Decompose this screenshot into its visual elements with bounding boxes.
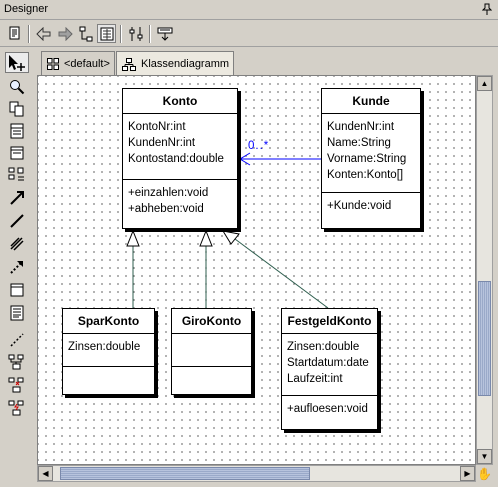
- method: +abheben:void: [128, 203, 204, 215]
- vertical-scrollbar[interactable]: ▲ ▼: [476, 75, 493, 465]
- methods-section: +einzahlen:void +abheben:void: [123, 180, 237, 222]
- attribute: KundenNr:int: [128, 137, 196, 149]
- diagram-canvas[interactable]: 0..* Konto KontoNr:int KundenNr:int Kont…: [37, 75, 476, 465]
- method: +Kunde:void: [327, 200, 392, 212]
- class-name: SparKonto: [63, 309, 154, 334]
- attribute: Zinsen:double: [68, 341, 141, 353]
- tool-palette: [2, 50, 32, 485]
- tab-default-label: <default>: [64, 57, 110, 70]
- connections: [126, 152, 329, 309]
- align-icon[interactable]: [126, 24, 145, 43]
- hand-pan-icon[interactable]: ✋: [477, 466, 492, 481]
- class-name: Konto: [123, 89, 237, 114]
- attribute: KontoNr:int: [128, 121, 186, 133]
- association-multiplicity: 0..*: [248, 140, 270, 152]
- association-icon[interactable]: [5, 187, 29, 208]
- toolbar: [0, 21, 498, 47]
- tab-klassendiagramm-label: Klassendiagramm: [141, 58, 230, 70]
- inheritance-triangle-sparkonto: [126, 229, 140, 247]
- forward-arrow-icon[interactable]: [55, 24, 74, 43]
- attributes-section: KundenNr:int Name:String Vorname:String …: [322, 114, 420, 193]
- zoom-icon[interactable]: [5, 76, 29, 97]
- class-sparkonto[interactable]: SparKonto Zinsen:double: [62, 308, 155, 395]
- methods-section: [63, 367, 154, 377]
- package-icon[interactable]: [5, 164, 29, 185]
- title-bar: Designer: [0, 0, 498, 20]
- inheritance-line-festgeldkonto[interactable]: [234, 238, 329, 309]
- inheritance-icon[interactable]: [5, 233, 29, 254]
- scroll-right-icon[interactable]: ▶: [460, 466, 475, 481]
- attribute: Kontostand:double: [128, 153, 224, 165]
- interface-icon[interactable]: [5, 142, 29, 163]
- comment-icon[interactable]: [5, 302, 29, 323]
- note-icon[interactable]: [5, 279, 29, 300]
- node-icon[interactable]: [5, 374, 29, 395]
- class-icon[interactable]: [5, 120, 29, 141]
- class-name: Kunde: [322, 89, 420, 114]
- class-festgeldkonto[interactable]: FestgeldKonto Zinsen:double Startdatum:d…: [281, 308, 378, 430]
- attributes-section: Zinsen:double Startdatum:date Laufzeit:i…: [282, 334, 377, 396]
- scroll-left-icon[interactable]: ◀: [38, 466, 53, 481]
- attribute: Laufzeit:int: [287, 373, 343, 385]
- methods-section: +aufloesen:void: [282, 396, 377, 422]
- copy-icon[interactable]: [5, 98, 29, 119]
- attribute: Startdatum:date: [287, 357, 369, 369]
- horizontal-scroll-thumb[interactable]: [60, 467, 310, 480]
- tab-klassendiagramm[interactable]: Klassendiagramm: [116, 51, 234, 76]
- methods-section: +Kunde:void: [322, 193, 420, 219]
- tab-default[interactable]: <default>: [41, 51, 115, 75]
- attributes-section: KontoNr:int KundenNr:int Kontostand:doub…: [123, 114, 237, 180]
- inheritance-triangle-girokonto: [199, 229, 213, 247]
- attribute: Konten:Konto[]: [327, 169, 404, 181]
- export-icon[interactable]: [155, 24, 174, 43]
- line-icon[interactable]: [5, 210, 29, 231]
- grid-icon: [47, 57, 59, 70]
- page-icon[interactable]: [5, 24, 24, 43]
- grid-layout-icon[interactable]: [97, 24, 116, 43]
- pin-icon[interactable]: [481, 3, 493, 18]
- attribute: Name:String: [327, 137, 391, 149]
- inheritance-triangle-festgeldkonto: [221, 230, 240, 245]
- attribute: Zinsen:double: [287, 341, 360, 353]
- class-kunde[interactable]: Kunde KundenNr:int Name:String Vorname:S…: [321, 88, 421, 229]
- component-icon[interactable]: [5, 351, 29, 372]
- class-konto[interactable]: Konto KontoNr:int KundenNr:int Kontostan…: [122, 88, 238, 229]
- class-girokonto[interactable]: GiroKonto: [171, 308, 252, 395]
- attribute: Vorname:String: [327, 153, 407, 165]
- class-diagram-icon: [122, 57, 136, 71]
- attribute: KundenNr:int: [327, 121, 395, 133]
- scroll-up-icon[interactable]: ▲: [477, 76, 492, 91]
- attributes-section: [172, 334, 251, 367]
- horizontal-scrollbar[interactable]: ◀ ▶: [37, 465, 476, 482]
- vertical-scroll-thumb[interactable]: [478, 281, 491, 396]
- method: +aufloesen:void: [287, 403, 368, 415]
- class-name: FestgeldKonto: [282, 309, 377, 334]
- select-pointer-icon[interactable]: [5, 52, 29, 73]
- scroll-down-icon[interactable]: ▼: [477, 449, 492, 464]
- method: +einzahlen:void: [128, 187, 209, 199]
- association-arrowhead: [239, 152, 251, 166]
- class-name: GiroKonto: [172, 309, 251, 334]
- back-arrow-icon[interactable]: [34, 24, 53, 43]
- window-title: Designer: [4, 3, 49, 15]
- dependency-icon[interactable]: [5, 256, 29, 277]
- methods-section: [172, 367, 251, 377]
- attributes-section: Zinsen:double: [63, 334, 154, 367]
- layout-icon[interactable]: [76, 24, 95, 43]
- dashed-line-icon[interactable]: [5, 329, 29, 350]
- object-icon[interactable]: [5, 397, 29, 418]
